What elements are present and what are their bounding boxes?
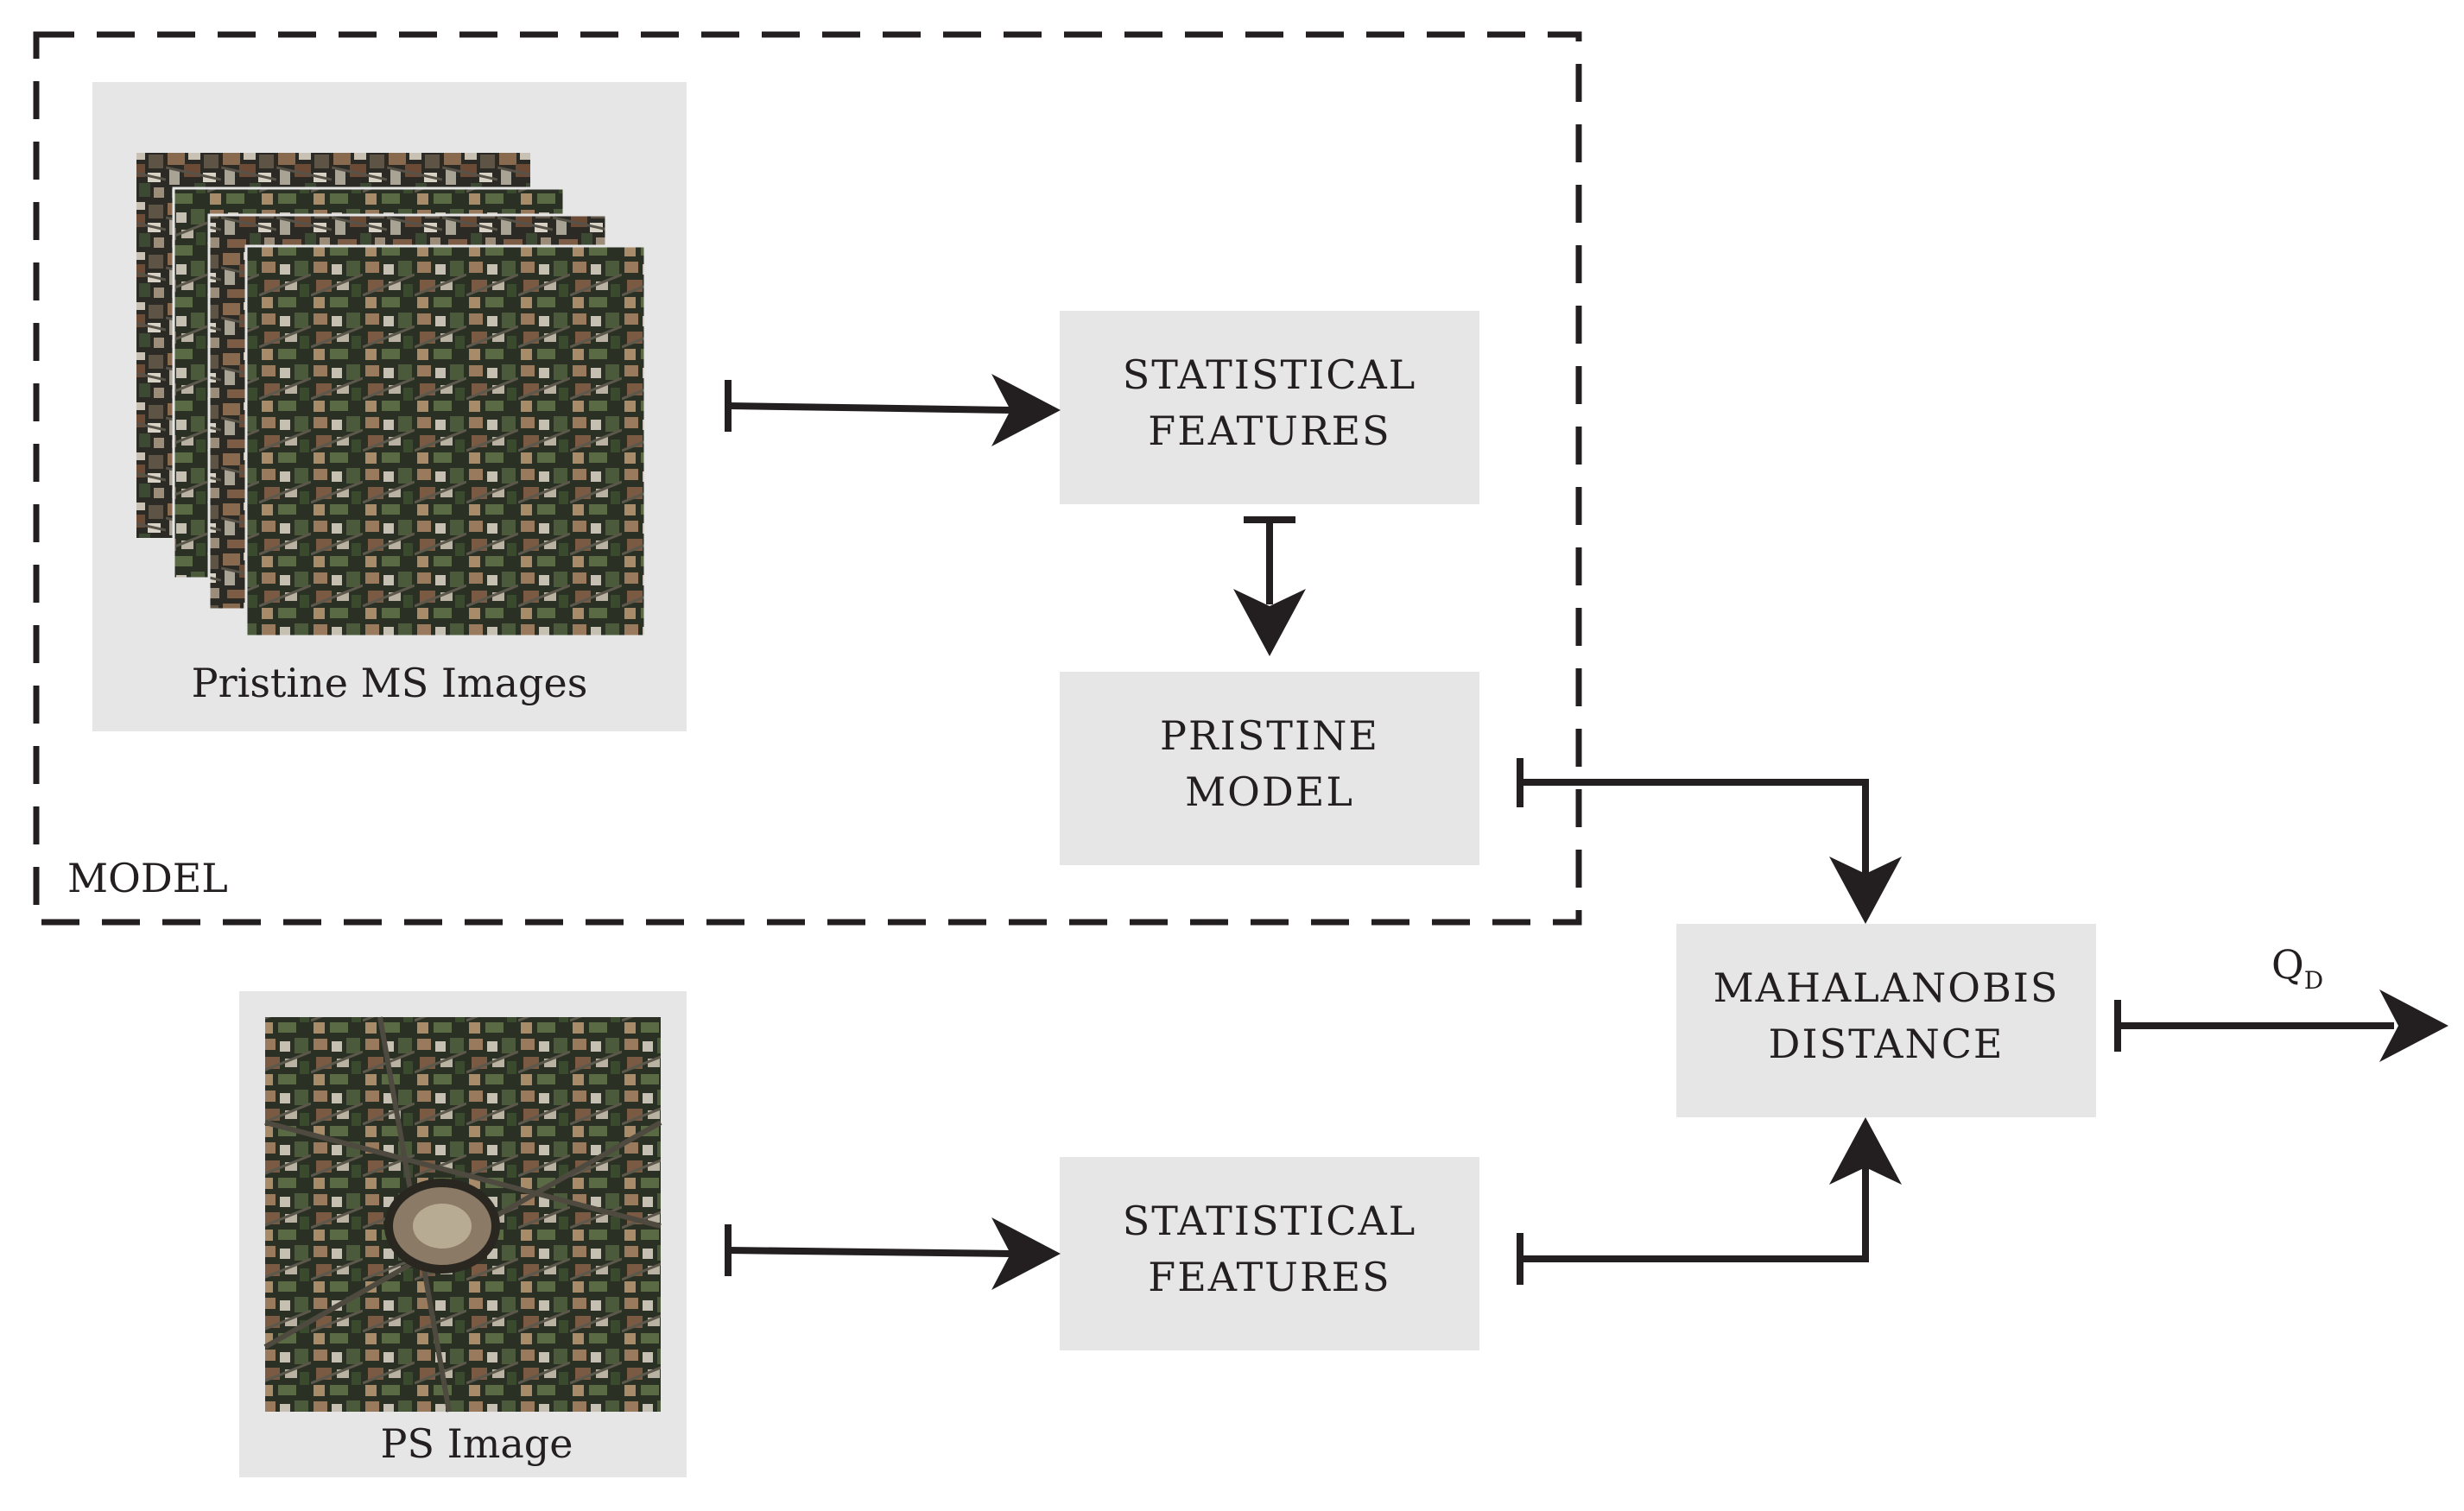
pristine-model-line1: PRISTINE — [1160, 712, 1379, 759]
statistical-features-bottom-box — [1060, 1157, 1479, 1350]
output-symbol: Q — [2271, 941, 2304, 988]
ps-image-thumbnail — [263, 1016, 662, 1413]
mahalanobis-distance-line1: MAHALANOBIS — [1713, 964, 2060, 1011]
statistical-features-top-line2: FEATURES — [1148, 408, 1390, 454]
arrow-features-to-mahalanobis — [1517, 1117, 1902, 1285]
ps-image-caption: PS Image — [381, 1420, 573, 1467]
output-label: QD — [2271, 941, 2323, 995]
arrow-ms-to-features — [725, 374, 1061, 446]
arrow-output-qd — [2114, 989, 2448, 1062]
statistical-features-bottom-line1: STATISTICAL — [1123, 1198, 1417, 1244]
output-subscript: D — [2304, 966, 2323, 995]
model-region-label: MODEL — [67, 855, 228, 901]
statistical-features-bottom-line2: FEATURES — [1148, 1254, 1390, 1300]
pristine-model-line2: MODEL — [1185, 768, 1354, 815]
ms-image-stack — [135, 151, 647, 638]
arrow-features-to-model — [1233, 516, 1306, 656]
mahalanobis-distance-line2: DISTANCE — [1769, 1021, 2005, 1067]
statistical-features-top-line1: STATISTICAL — [1123, 351, 1417, 398]
ms-images-caption: Pristine MS Images — [192, 660, 588, 706]
mahalanobis-distance-box — [1676, 924, 2096, 1117]
arrow-model-to-mahalanobis — [1517, 758, 1902, 924]
pristine-model-box — [1060, 672, 1479, 865]
model-region-border — [33, 31, 1582, 926]
statistical-features-top-box — [1060, 311, 1479, 504]
arrow-ps-to-features — [725, 1217, 1061, 1290]
